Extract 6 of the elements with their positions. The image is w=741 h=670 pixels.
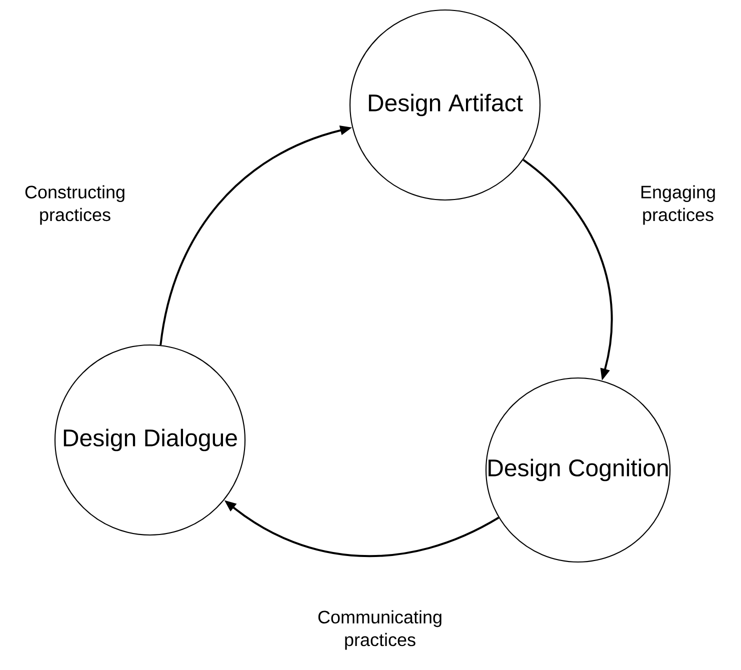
edge-label: Engaging practices [641,185,715,225]
edge-label: Constructing practices [25,185,124,225]
circle-node: Design Dialogue [54,344,246,536]
circle-node: Design Artifact [349,9,541,201]
circle-node: Design Cognition [485,377,671,563]
edge-label: Communicating practices [318,610,442,650]
